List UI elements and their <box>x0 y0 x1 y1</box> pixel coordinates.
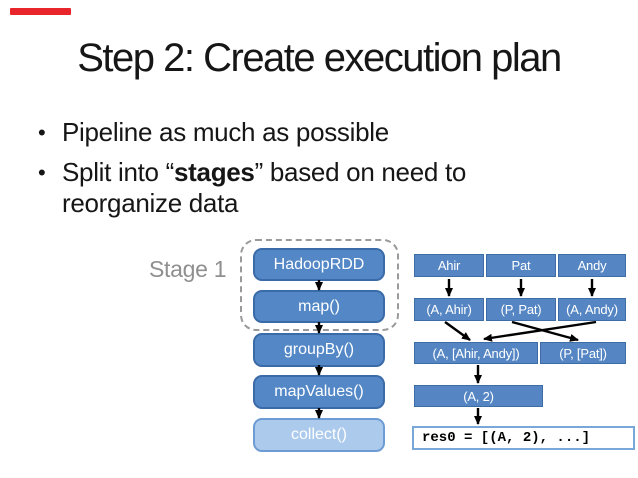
data-cell-p-pat-grouped: (P, [Pat]) <box>540 342 626 364</box>
bullet-text-post: ” based on need to reorganize data <box>62 157 467 218</box>
pipeline-box-map: map() <box>253 290 385 323</box>
pipeline-box-groupby: groupBy() <box>253 333 385 367</box>
data-cell-pat: Pat <box>486 254 556 277</box>
pipeline-box-mapvalues: mapValues() <box>253 375 385 409</box>
data-cell-a-ahir-andy-grouped: (A, [Ahir, Andy]) <box>414 342 538 364</box>
data-cell-p-pat: (P, Pat) <box>486 298 556 321</box>
data-cell-ahir: Ahir <box>414 254 484 277</box>
data-cell-andy: Andy <box>558 254 626 277</box>
arrow-p-pat-to-group <box>511 320 579 342</box>
data-cell-a-2: (A, 2) <box>414 385 543 407</box>
pipeline-box-hadooprdd: HadoopRDD <box>253 248 385 281</box>
bullet-item-pipeline: • Pipeline as much as possible <box>38 117 508 148</box>
stage-1-label: Stage 1 <box>149 256 227 282</box>
arrow-a-ahir-to-group <box>444 321 471 341</box>
bullet-text-bold-stages: stages <box>174 157 255 187</box>
pipeline-box-collect: collect() <box>253 418 385 452</box>
bullet-text-pre: Split into “ <box>62 157 175 187</box>
bullet-dot: • <box>38 120 46 145</box>
bullet-item-stages: • Split into “stages” based on need to r… <box>38 157 508 219</box>
bullet-list: • Pipeline as much as possible • Split i… <box>38 117 508 228</box>
data-cell-a-ahir: (A, Ahir) <box>414 298 484 321</box>
bullet-text: Split into “stages” based on need to reo… <box>62 157 494 219</box>
video-progress-bar <box>10 8 71 15</box>
slide-title: Step 2: Create execution plan <box>77 36 562 80</box>
data-cell-a-andy: (A, Andy) <box>558 298 626 321</box>
bullet-text: Pipeline as much as possible <box>62 117 389 147</box>
bullet-dot: • <box>38 160 46 185</box>
result-output-box: res0 = [(A, 2), ...] <box>412 426 635 450</box>
arrow-a-andy-to-group <box>483 320 597 342</box>
